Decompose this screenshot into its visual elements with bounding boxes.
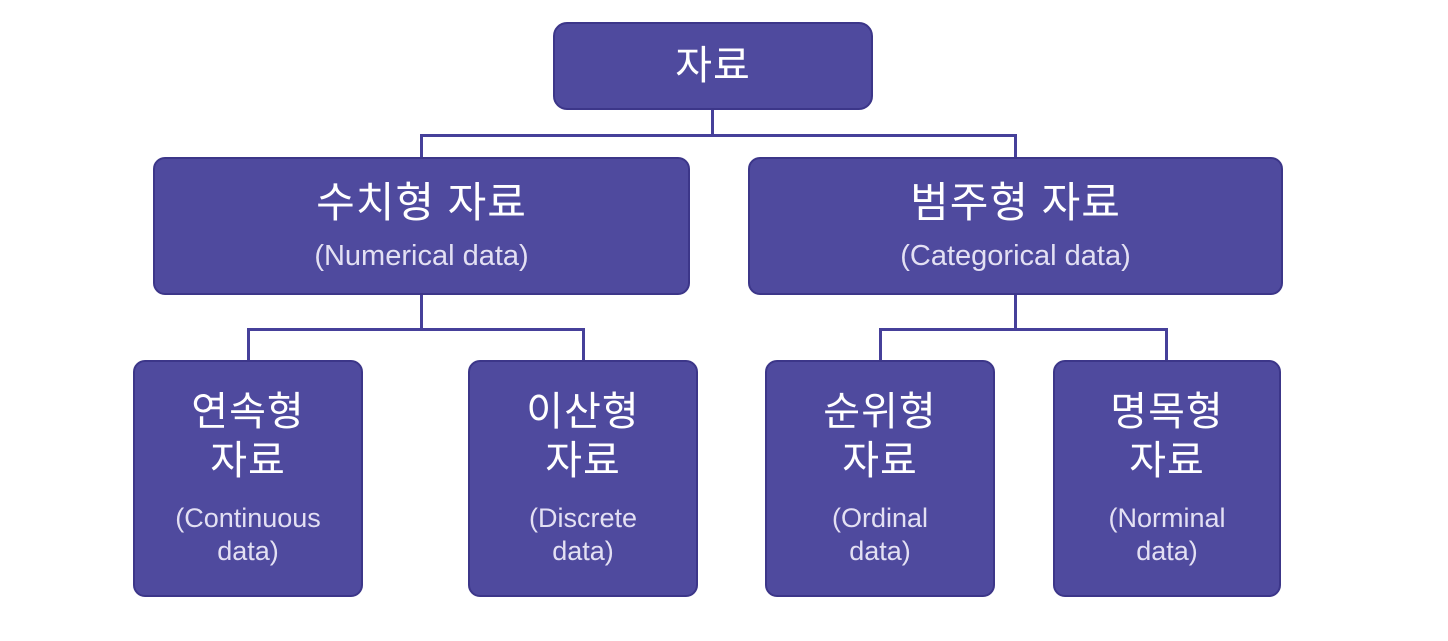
node-discrete-subtitle: (Discrete data) (528, 502, 637, 567)
node-numerical-title: 수치형 자료 (316, 178, 527, 226)
node-numerical-data: 수치형 자료 (Numerical data) (153, 157, 690, 295)
connector-numerical-stub (420, 295, 423, 331)
node-ordinal-data: 순위형 자료 (Ordinal data) (765, 360, 995, 597)
node-norminal-subtitle: (Norminal data) (1108, 502, 1226, 567)
connector-numerical-drop-right (582, 328, 585, 360)
node-discrete-data: 이산형 자료 (Discrete data) (468, 360, 698, 597)
node-categorical-title: 범주형 자료 (910, 178, 1121, 226)
node-root-data: 자료 (553, 22, 873, 110)
connector-numerical-hbar (247, 328, 585, 331)
node-ordinal-title: 순위형 자료 (823, 389, 937, 483)
node-categorical-subtitle: (Categorical data) (900, 240, 1131, 273)
connector-root-drop-right (1014, 134, 1017, 157)
node-ordinal-subtitle: (Ordinal data) (831, 502, 929, 567)
node-root-label: 자료 (675, 44, 751, 88)
node-norminal-data: 명목형 자료 (Norminal data) (1053, 360, 1281, 597)
node-discrete-title: 이산형 자료 (526, 389, 640, 483)
node-numerical-subtitle: (Numerical data) (314, 240, 529, 273)
connector-root-drop-left (420, 134, 423, 157)
node-categorical-data: 범주형 자료 (Categorical data) (748, 157, 1283, 295)
connector-categorical-drop-left (879, 328, 882, 360)
connector-root-hbar (420, 134, 1017, 137)
connector-categorical-drop-right (1165, 328, 1168, 360)
connector-categorical-stub (1014, 295, 1017, 331)
node-continuous-title: 연속형 자료 (191, 389, 305, 483)
connector-numerical-drop-left (247, 328, 250, 360)
node-continuous-data: 연속형 자료 (Continuous data) (133, 360, 363, 597)
node-continuous-subtitle: (Continuous data) (175, 502, 321, 567)
connector-categorical-hbar (879, 328, 1168, 331)
connector-root-stub (711, 110, 714, 137)
node-norminal-title: 명목형 자료 (1110, 389, 1224, 483)
